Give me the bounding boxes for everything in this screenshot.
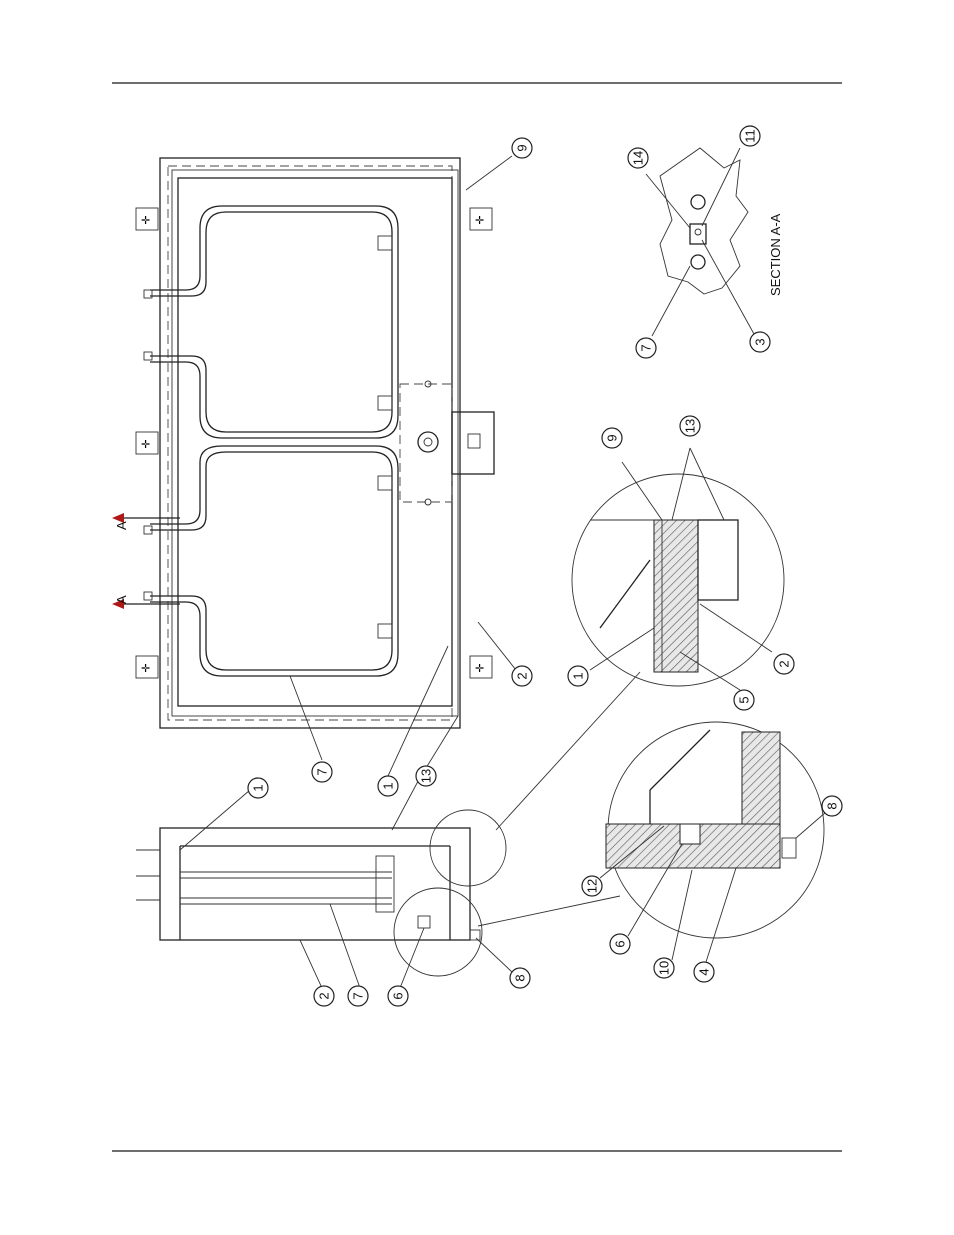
- section-arrow-label-2: A: [114, 521, 129, 530]
- callout-number: 7: [351, 992, 366, 999]
- callout-number: 13: [419, 769, 434, 783]
- callout-number: 9: [515, 144, 530, 151]
- callout-number: 1: [571, 672, 586, 679]
- callout-number: 9: [605, 434, 620, 441]
- heating-element: [144, 206, 398, 676]
- callout-number: 4: [697, 968, 712, 975]
- callout-number: 5: [737, 696, 752, 703]
- callout-number: 13: [683, 419, 698, 433]
- callout-number: 6: [391, 992, 406, 999]
- callout-number: 1: [381, 782, 396, 789]
- callout-number: 8: [513, 974, 528, 981]
- callout-number: 12: [585, 879, 600, 893]
- svg-text:✛: ✛: [141, 214, 150, 227]
- callout-number: 8: [825, 802, 840, 809]
- callout-number: 10: [657, 961, 672, 975]
- svg-text:✛: ✛: [475, 662, 484, 675]
- section-cut-marker: A A: [112, 513, 180, 609]
- svg-text:✛: ✛: [475, 214, 484, 227]
- callout-number: 14: [631, 151, 646, 165]
- section-arrow-label-1: A: [114, 595, 129, 604]
- svg-text:✛: ✛: [141, 662, 150, 675]
- callout-number: 7: [639, 344, 654, 351]
- callout-number: 3: [753, 338, 768, 345]
- callout-number: 6: [613, 940, 628, 947]
- callout-number: 7: [315, 768, 330, 775]
- callout-number: 2: [777, 660, 792, 667]
- callout-number: 2: [515, 672, 530, 679]
- callout-number: 1: [251, 784, 266, 791]
- callout-number: 11: [743, 129, 758, 143]
- thermostat-box: [400, 381, 494, 505]
- callout-number: 2: [317, 992, 332, 999]
- section-a-a: SECTION A-A: [646, 148, 783, 336]
- detail-view-lower: [600, 722, 826, 962]
- detail-view-upper: [572, 448, 784, 690]
- plan-view: ✛ ✛ ✛ ✛ ✛: [112, 156, 516, 776]
- section-title: SECTION A-A: [768, 213, 783, 296]
- svg-text:✛: ✛: [141, 438, 150, 451]
- side-view: [136, 672, 640, 988]
